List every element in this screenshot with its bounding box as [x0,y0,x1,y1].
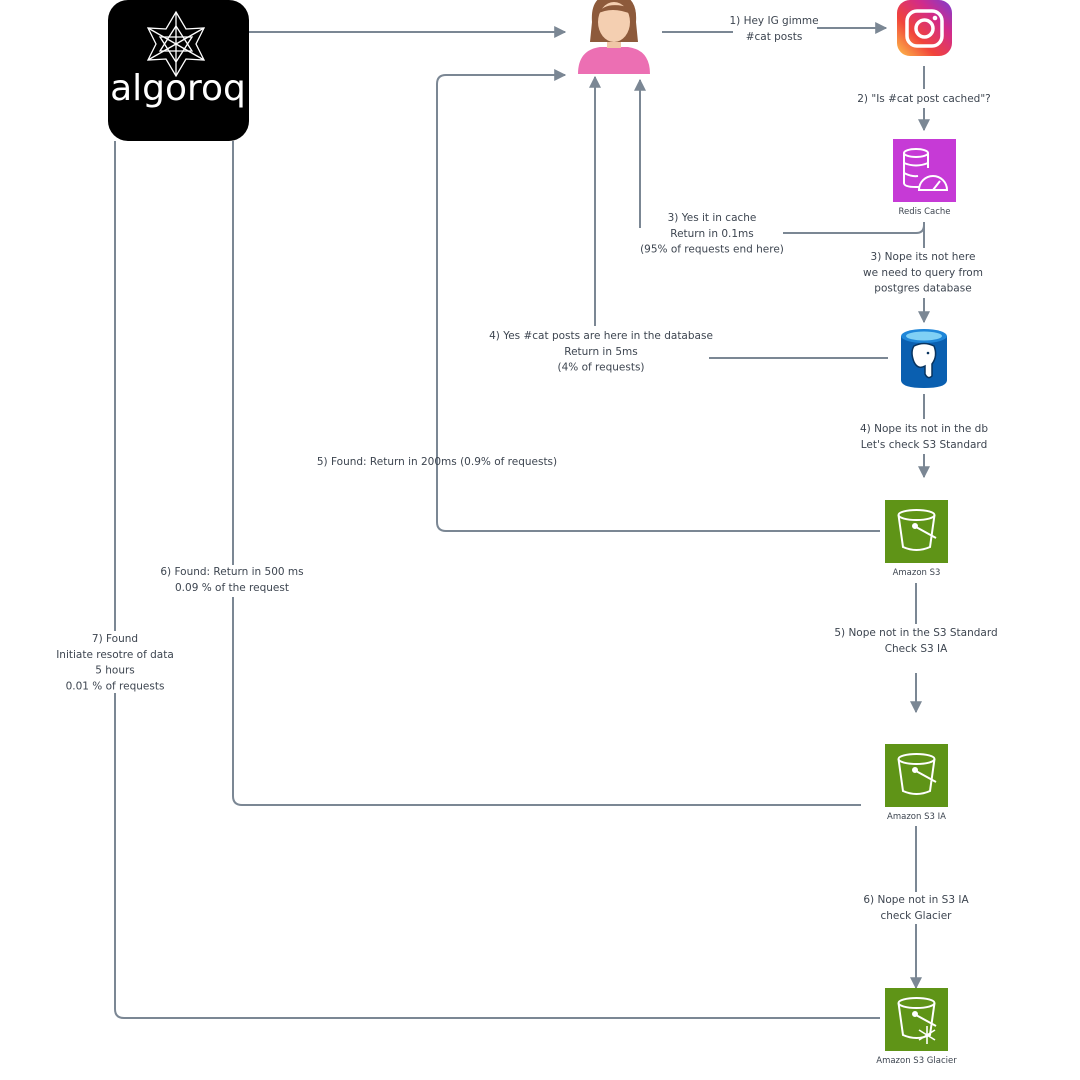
label-step3-yes-line: (95% of requests end here) [640,244,784,256]
label-step7-found-line: 5 hours [95,665,135,677]
step-labels: 1) Hey IG gimme #cat posts 2) "Is #cat po… [56,15,997,922]
label-step4-no-line: 4) Nope its not in the db [860,423,988,435]
label-step3-yes-line: Return in 0.1ms [670,228,754,240]
label-step6-no-line: check Glacier [880,910,952,922]
label-step5-found: 5) Found: Return in 200ms (0.9% of reque… [317,456,557,468]
algoroq-logo: algoroq [108,0,249,141]
s3-standard-caption: Amazon S3 [893,568,941,578]
label-step4-no: 4) Nope its not in the db Let's check S3 … [860,423,988,451]
label-step4-yes-line: (4% of requests) [557,362,644,374]
label-step6-found-line: 0.09 % of the request [175,582,289,594]
logo-text: algoroq [110,68,246,109]
label-step1-line: 1) Hey IG gimme [729,15,818,27]
s3-glacier-caption: Amazon S3 Glacier [876,1056,957,1066]
label-step7-found-line: 7) Found [92,633,138,645]
s3-standard-node: Amazon S3 [885,500,948,578]
star-polyhedron-icon [146,10,206,78]
label-step2: 2) "Is #cat post cached"? [857,93,991,105]
label-step7-found-line: Initiate resotre of data [56,649,174,661]
label-step4-yes: 4) Yes #cat posts are here in the databa… [489,330,713,374]
connectors [114,28,924,1019]
postgres-db-icon [901,329,947,388]
database-gauge-icon [903,148,949,191]
label-step7-found-line: 0.01 % of requests [66,680,165,692]
label-step5-no-line: 5) Nope not in the S3 Standard [834,627,997,639]
label-step3-no-line: postgres database [874,283,971,295]
s3-ia-node: Amazon S3 IA [885,744,948,822]
redis-cache-node: Redis Cache [893,139,956,217]
arrow-s3-found-to-user [436,69,880,532]
instagram-icon [897,0,952,56]
user-avatar-icon [578,0,650,74]
label-step3-yes-line: 3) Yes it in cache [668,212,757,224]
bucket-icon [897,753,937,795]
label-step6-no-line: 6) Nope not in S3 IA [863,894,969,906]
s3-glacier-node: Amazon S3 Glacier [876,988,957,1066]
label-step3-no-line: we need to query from [863,267,983,279]
label-step6-found: 6) Found: Return in 500 ms 0.09 % of the … [160,566,303,594]
arrow-user-to-instagram [662,28,886,32]
label-step1-line: #cat posts [746,31,803,43]
s3-ia-caption: Amazon S3 IA [887,812,946,822]
label-step3-no-line: 3) Nope its not here [871,251,976,263]
label-step6-no: 6) Nope not in S3 IA check Glacier [863,894,969,922]
bucket-icon [897,509,937,551]
label-step2-line: 2) "Is #cat post cached"? [857,93,991,105]
label-step4-yes-line: 4) Yes #cat posts are here in the databa… [489,330,713,342]
arrow-s3ia-found-to-logo [232,141,861,806]
label-step5-no-line: Check S3 IA [885,643,948,655]
redis-caption: Redis Cache [898,207,950,217]
label-step4-yes-line: Return in 5ms [564,346,637,358]
label-step4-no-line: Let's check S3 Standard [861,439,987,451]
label-step5-found-line: 5) Found: Return in 200ms (0.9% of reque… [317,456,557,468]
bucket-snowflake-icon [897,997,937,1044]
label-step3-no: 3) Nope its not here we need to query fro… [863,251,983,295]
arrow-db-hit-to-user [595,77,888,359]
label-step1: 1) Hey IG gimme #cat posts [729,15,818,43]
arrow-glacier-found-to-logo [114,141,880,1019]
label-step6-found-line: 6) Found: Return in 500 ms [160,566,303,578]
